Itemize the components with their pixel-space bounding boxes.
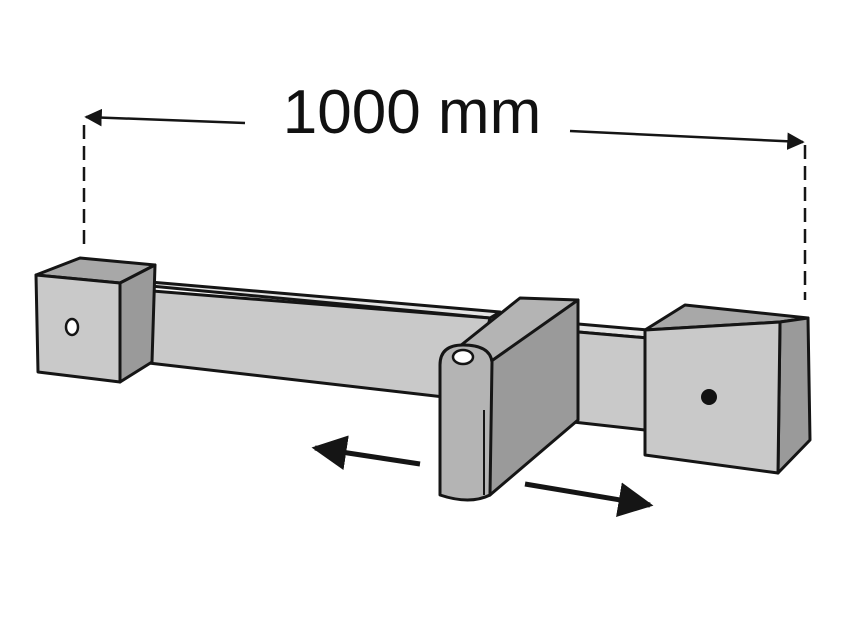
slide-right-arrow-icon <box>524 481 654 518</box>
main-rod <box>138 280 502 402</box>
dimension-label: 1000 mm <box>282 78 542 147</box>
dimension-lines <box>82 108 807 300</box>
dimension-arrow-left-icon <box>84 108 246 127</box>
left-end-block <box>34 256 157 384</box>
right-end-block <box>643 303 812 475</box>
dimension-arrow-right-icon <box>569 129 805 150</box>
motion-arrows <box>311 435 654 518</box>
slider-hole <box>451 348 475 366</box>
right-dot <box>701 389 717 405</box>
left-hole <box>64 317 80 337</box>
sliding-clamp <box>438 296 580 502</box>
slide-left-arrow-icon <box>311 435 421 471</box>
